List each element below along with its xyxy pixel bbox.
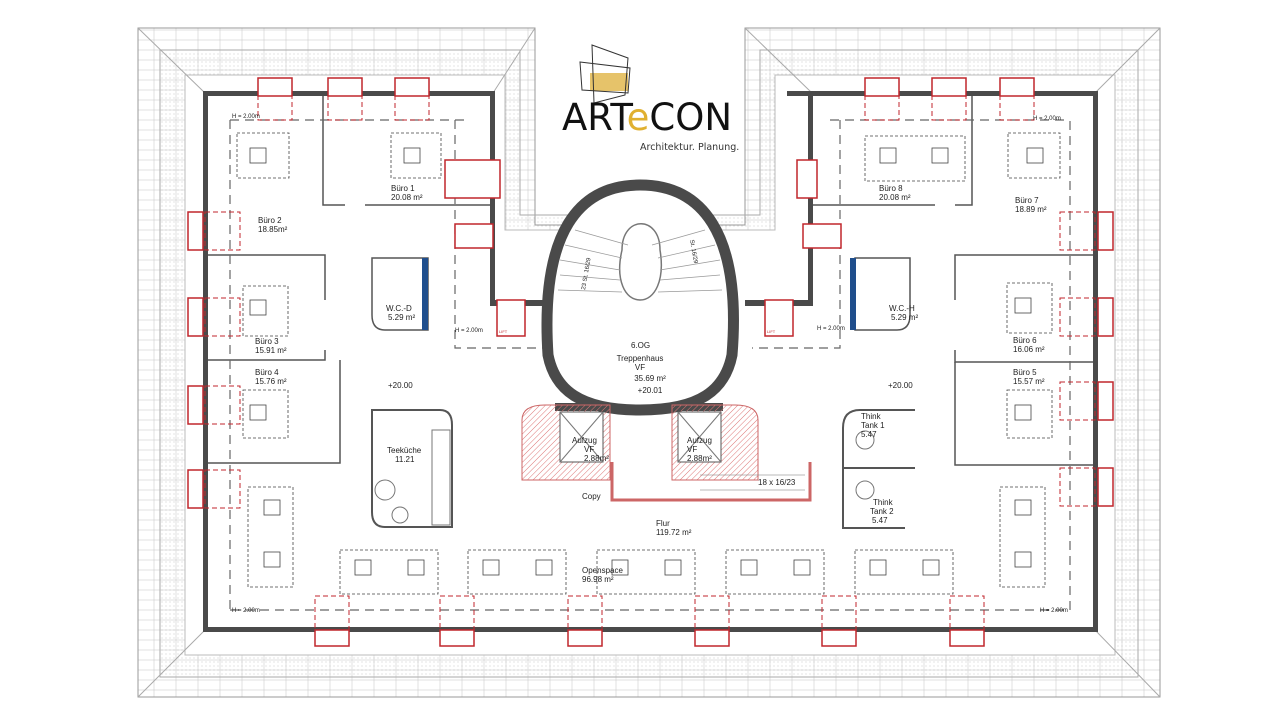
room-area: 2.88m²	[584, 454, 609, 463]
room-area: 20.08 m²	[879, 193, 911, 202]
logo-text: CON	[649, 96, 733, 139]
room-name: Büro 2	[258, 216, 282, 225]
lift-tag: LIFT	[499, 329, 508, 334]
desk-groups	[236, 132, 1061, 595]
room-sub: VF	[584, 445, 594, 454]
room-area: 96.98 m²	[582, 575, 614, 584]
room-name: Think	[873, 498, 894, 507]
room-name: Büro 7	[1015, 196, 1039, 205]
room-name: Copy	[582, 492, 601, 501]
logo-wordmark: ARTeCON	[562, 96, 732, 139]
dormer-windows	[187, 77, 1114, 647]
room-area: 15.76 m²	[255, 377, 287, 386]
room-sub: VF	[635, 363, 645, 372]
room-area: 11.21	[395, 455, 415, 464]
room-sub: VF	[687, 445, 697, 454]
logo-tagline: Architektur. Planung.	[640, 142, 740, 153]
room-area: 2.88m²	[687, 454, 712, 463]
logo-mark	[579, 44, 631, 104]
kitchen-and-think-tanks	[371, 409, 915, 529]
room-name: Büro 6	[1013, 336, 1037, 345]
room-area: 16.06 m²	[1013, 345, 1045, 354]
room-area: 5.29 m²	[891, 313, 918, 322]
room-name: Büro 8	[879, 184, 903, 193]
elevation: +20.00	[888, 381, 913, 390]
room-name: W.C.-H	[889, 304, 915, 313]
room-name: Aufzug	[572, 436, 597, 445]
room-name: Büro 1	[391, 184, 415, 193]
room-name: Tank 1	[861, 421, 885, 430]
elevation: +20.00	[388, 381, 413, 390]
room-name: Openspace	[582, 566, 623, 575]
height-note: H = 2.00m	[817, 326, 845, 332]
room-area: 20.08 m²	[391, 193, 423, 202]
height-note: H = 2.00m	[455, 328, 483, 334]
room-name: Treppenhaus	[617, 354, 664, 363]
room-area: 5.47	[872, 516, 888, 525]
height-note: H = 2.00m	[232, 114, 260, 120]
room-labels: Büro 1 20.08 m² Büro 2 18.85m² Büro 3 15…	[232, 114, 1068, 614]
room-area: 18.85m²	[258, 225, 288, 234]
room-area: 35.69 m²	[634, 374, 666, 383]
lift-tag: LIFT	[767, 329, 776, 334]
room-area: 18.89 m²	[1015, 205, 1047, 214]
elevation: +20.01	[638, 386, 663, 395]
height-note: H = 2.00m	[232, 608, 260, 614]
room-name: Teeküche	[387, 446, 422, 455]
room-area: 15.57 m²	[1013, 377, 1045, 386]
elevator-cores	[521, 404, 812, 502]
stair-run-label: St. 16/29	[688, 239, 698, 264]
logo-text: ART	[562, 96, 627, 139]
room-name: Tank 2	[870, 507, 894, 516]
room-name: Büro 3	[255, 337, 279, 346]
room-area: 119.72 m²	[656, 528, 692, 537]
stair-run-label: 23 St. 16/29	[581, 257, 593, 291]
room-name: Büro 4	[255, 368, 279, 377]
room-name: Aufzug	[687, 436, 712, 445]
room-name: W.C.-D	[386, 304, 412, 313]
stair-run-label: 18 x 16/23	[758, 478, 796, 487]
wc-blocks	[371, 257, 911, 331]
room-name: Think	[861, 412, 882, 421]
height-note: H = 2.00m	[1040, 608, 1068, 614]
room-area: 5.29 m²	[388, 313, 415, 322]
floor-level: 6.OG	[631, 341, 650, 350]
room-name: Büro 5	[1013, 368, 1037, 377]
room-area: 15.91 m²	[255, 346, 287, 355]
logo-text-accent: e	[626, 96, 650, 139]
height-note: H = 2.00m	[1033, 116, 1061, 122]
room-area: 5.47	[861, 430, 877, 439]
room-name: Flur	[656, 519, 670, 528]
